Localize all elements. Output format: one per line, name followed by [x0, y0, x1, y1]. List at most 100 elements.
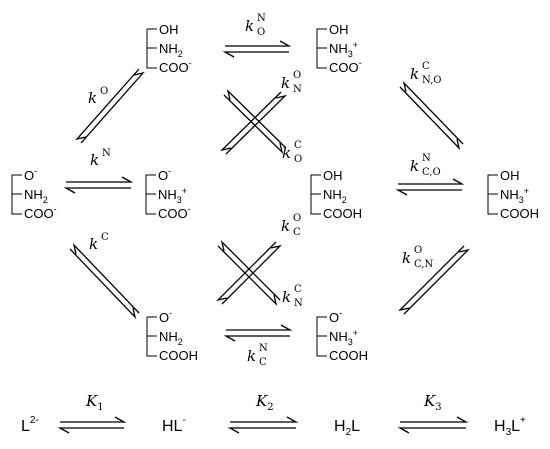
svg-text:NH2: NH2 [323, 187, 347, 205]
arrow-diag-top-right [399, 80, 464, 151]
svg-text:NH2: NH2 [24, 187, 48, 205]
macro-species-H3L: H3L+ [494, 415, 526, 438]
svg-text:N: N [294, 298, 303, 309]
rate-label-kCNO: k O C,N [402, 245, 433, 270]
svg-text:N,O: N,O [422, 75, 442, 86]
svg-text:NH3+: NH3+ [500, 186, 529, 205]
rate-label-kN: k N [90, 148, 111, 169]
svg-text:C: C [293, 227, 301, 238]
rate-label-kO: k O [88, 86, 108, 107]
rate-label-kOC: k C O [282, 140, 302, 165]
arrow-mid-right [395, 178, 465, 196]
svg-text:C: C [294, 284, 302, 295]
rate-label-kNO: k O N [281, 70, 302, 95]
macro-species-L: L2- [21, 415, 39, 435]
svg-text:COO-: COO- [329, 58, 362, 75]
species-bottom-right: O- NH3+ COOH [316, 308, 368, 363]
species-top-right: OH NH3+ COO- [316, 22, 362, 75]
svg-text:H3L+: H3L+ [494, 415, 526, 438]
svg-text:k: k [402, 249, 411, 267]
svg-text:HL-: HL- [162, 415, 186, 435]
svg-text:k: k [281, 217, 290, 235]
svg-text:C,N: C,N [414, 259, 433, 270]
macro-constant-K2: K2 [255, 392, 274, 413]
rate-label-kCON: k N C,O [410, 153, 441, 178]
svg-text:COOH: COOH [159, 348, 198, 363]
arrow-diag-bottom-left [69, 242, 140, 320]
svg-text:C,O: C,O [422, 167, 441, 178]
rate-label-kCO: k O C [281, 213, 301, 238]
svg-text:O-: O- [158, 166, 171, 183]
arrow-cross-upper-a [223, 88, 287, 155]
arrow-macro-2 [227, 416, 299, 434]
svg-text:N: N [293, 84, 302, 95]
macro-constant-K3: K3 [423, 392, 442, 413]
svg-text:O: O [100, 86, 108, 97]
rate-label-kNOC: k C N,O [410, 61, 442, 86]
arrow-mid-left [63, 176, 134, 194]
svg-text:O: O [414, 245, 422, 256]
svg-text:k: k [89, 235, 98, 253]
o-group: OH [159, 22, 179, 37]
species-mid-left: O- NH3+ COO- [145, 166, 191, 221]
svg-text:N: N [259, 343, 268, 354]
svg-text:O: O [257, 27, 265, 38]
arrow-cross-lower-a [217, 239, 281, 307]
svg-text:O-: O- [24, 166, 37, 183]
svg-text:COOH: COOH [500, 206, 539, 221]
svg-text:C: C [259, 357, 267, 368]
svg-text:k: k [282, 288, 291, 306]
rate-label-kON: k N O [245, 13, 266, 38]
svg-text:NH2: NH2 [159, 41, 183, 59]
svg-text:k: k [410, 157, 419, 175]
svg-text:k: k [282, 144, 291, 162]
svg-text:NH3+: NH3+ [329, 328, 358, 347]
svg-text:K3: K3 [423, 392, 442, 413]
svg-text:N: N [257, 13, 266, 24]
svg-text:N: N [422, 153, 431, 164]
svg-text:COO-: COO- [24, 204, 57, 221]
svg-text:COO-: COO- [159, 58, 192, 75]
svg-text:k: k [88, 89, 97, 107]
svg-text:K1: K1 [85, 392, 104, 413]
svg-text:NH3+: NH3+ [158, 186, 187, 205]
species-top-left: OH NH2 COO- [146, 22, 192, 75]
svg-text:k: k [245, 17, 254, 35]
svg-text:k: k [410, 65, 419, 83]
svg-text:K2: K2 [255, 392, 274, 413]
svg-text:N: N [102, 148, 111, 159]
rate-label-kCN: k N C [247, 343, 268, 368]
macro-constant-K1: K1 [85, 392, 104, 413]
svg-text:O: O [294, 154, 302, 165]
rate-label-kNC: k C N [282, 284, 303, 309]
svg-text:C: C [294, 140, 302, 151]
species-bottom-left: O- NH2 COOH [146, 308, 198, 363]
rate-label-kC: k C [89, 232, 109, 253]
macro-species-H2L: H2L [334, 418, 360, 438]
svg-text:OH: OH [500, 168, 520, 183]
arrow-diag-top-left [75, 68, 145, 144]
svg-text:COOH: COOH [323, 206, 362, 221]
svg-text:k: k [90, 151, 99, 169]
svg-text:C: C [101, 232, 109, 243]
svg-text:L2-: L2- [21, 415, 39, 435]
species-mid-far-right: OH NH3+ COOH [487, 168, 539, 221]
arrow-cross-upper-b [219, 91, 288, 155]
macro-species-HL: HL- [162, 415, 186, 435]
species-mid-right: OH NH2 COOH [310, 168, 362, 221]
svg-text:H2L: H2L [334, 418, 360, 438]
svg-text:NH3+: NH3+ [329, 40, 358, 59]
svg-text:OH: OH [329, 22, 349, 37]
svg-text:O: O [293, 70, 301, 81]
svg-text:O: O [293, 213, 301, 224]
svg-text:k: k [247, 347, 256, 365]
svg-text:OH: OH [323, 168, 343, 183]
species-mid-far-left: O- NH2 COO- [11, 166, 57, 221]
arrow-bottom [223, 324, 293, 342]
svg-text:k: k [281, 74, 290, 92]
svg-text:O-: O- [329, 308, 342, 325]
svg-text:C: C [422, 61, 430, 72]
arrow-top [222, 40, 292, 58]
